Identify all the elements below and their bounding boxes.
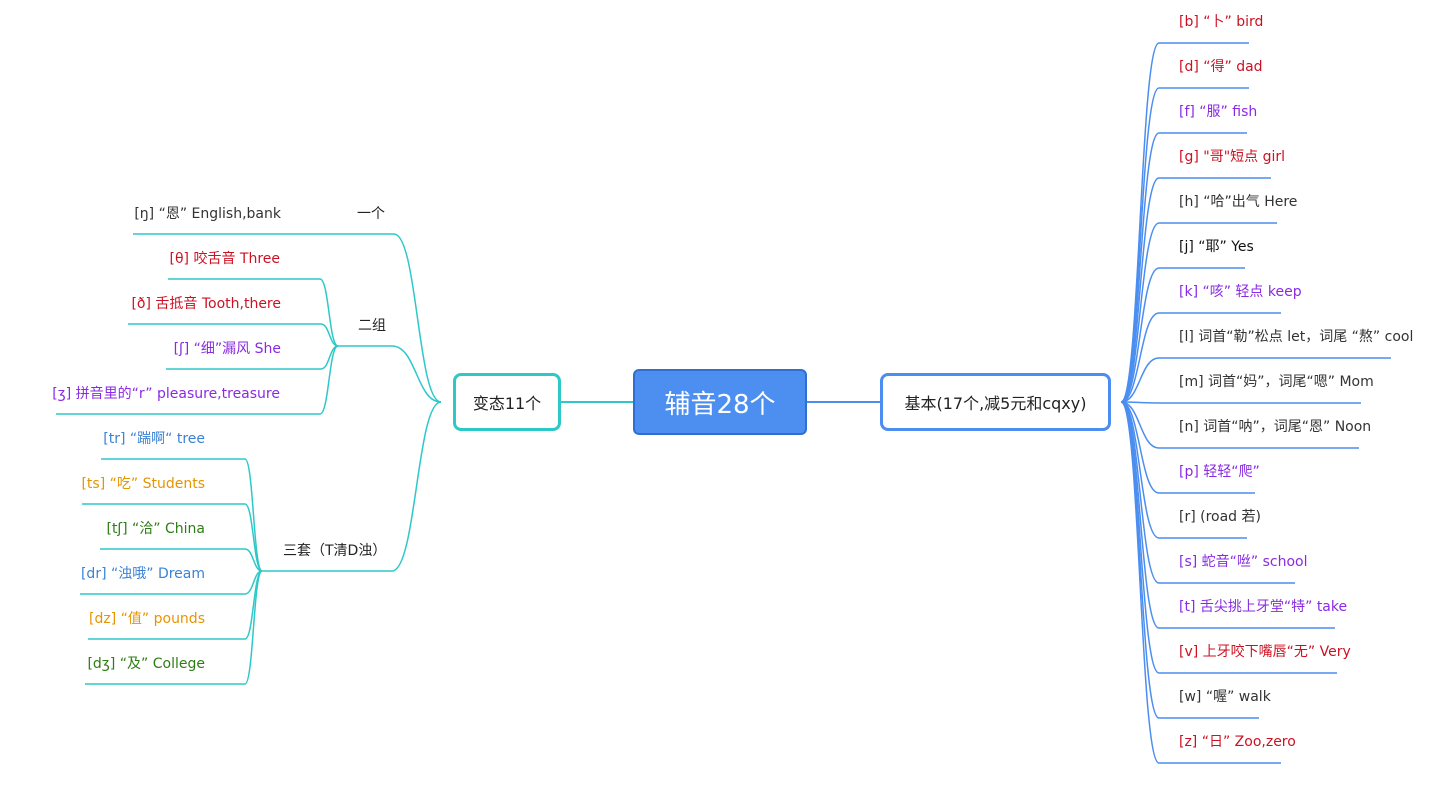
left-group-label[interactable]: 二组 <box>358 318 386 334</box>
left-leaf-item[interactable]: [ð] 舌抵音 Tooth,there <box>131 296 281 312</box>
right-leaf-item[interactable]: [d] “得” dad <box>1179 59 1263 75</box>
link-left-leaf <box>168 278 339 347</box>
right-leaf-item[interactable]: [v] 上牙咬下嘴唇“无” Very <box>1179 644 1351 660</box>
link-left-leaf <box>128 323 339 347</box>
right-leaf-item[interactable]: [j] “耶” Yes <box>1179 239 1254 255</box>
branch-basic-consonants[interactable]: 基本(17个,减5元和cqxy) <box>880 373 1111 431</box>
right-leaf-item[interactable]: [w] “喔” walk <box>1179 689 1271 705</box>
left-leaf-item[interactable]: [dʒ] “及” College <box>87 656 205 672</box>
link-right-leaf <box>1120 401 1359 449</box>
left-leaf-item[interactable]: [tr] “踹啊“ tree <box>103 431 205 447</box>
left-leaf-item[interactable]: [ŋ] “恩” English,bank <box>134 206 281 222</box>
left-leaf-item[interactable]: [dr] “浊哦” Dream <box>80 566 205 582</box>
left-group-label[interactable]: 一个 <box>357 206 385 222</box>
link-right-leaf <box>1120 312 1281 403</box>
link-left-leaf <box>82 503 263 572</box>
link-right-leaf <box>1120 357 1391 403</box>
right-leaf-item[interactable]: [g] "哥"短点 girl <box>1179 149 1286 165</box>
root-topic[interactable]: 辅音28个 <box>633 369 807 435</box>
link-left-group <box>262 401 442 572</box>
right-leaf-item[interactable]: [h] “哈”出气 Here <box>1179 194 1298 210</box>
right-leaf-item[interactable]: [s] 蛇音“咝” school <box>1179 554 1308 570</box>
right-leaf-item[interactable]: [k] “咳” 轻点 keep <box>1179 284 1302 300</box>
right-leaf-item[interactable]: [r] (road 若) <box>1179 509 1261 525</box>
right-leaf-item[interactable]: [n] 词首“呐”，词尾“恩” Noon <box>1179 419 1372 435</box>
right-leaf-item[interactable]: [l] 词首“勒”松点 let，词尾 “熬” cool <box>1179 329 1414 345</box>
left-leaf-item[interactable]: [ts] “吃” Students <box>81 476 205 492</box>
link-right-leaf <box>1120 401 1361 404</box>
link-left-group <box>338 345 442 403</box>
left-leaf-item[interactable]: [dz] “值” pounds <box>89 611 205 627</box>
left-leaf-item[interactable]: [θ] 咬舌音 Three <box>169 251 281 267</box>
left-group-label[interactable]: 三套（T清D浊） <box>283 543 387 559</box>
link-right-leaf <box>1120 222 1277 403</box>
left-leaf-item[interactable]: [ʒ] 拼音里的“r” pleasure,treasure <box>52 386 280 402</box>
link-left-group <box>133 233 442 403</box>
right-leaf-item[interactable]: [z] “日” Zoo,zero <box>1179 734 1296 750</box>
link-left-leaf <box>100 548 263 572</box>
link-right-leaf <box>1120 267 1245 403</box>
right-leaf-item[interactable]: [b] “卜” bird <box>1179 14 1264 30</box>
link-left-leaf <box>85 570 263 685</box>
link-left-leaf <box>56 345 339 415</box>
link-right-leaf <box>1120 401 1255 494</box>
right-leaf-item[interactable]: [m] 词首“妈”，词尾“嗯” Mom <box>1179 374 1374 390</box>
branch-irregular-consonants[interactable]: 变态11个 <box>453 373 561 431</box>
left-leaf-item[interactable]: [tʃ] “洽” China <box>106 521 205 537</box>
right-leaf-item[interactable]: [p] 轻轻“爬” <box>1179 464 1260 480</box>
left-leaf-item[interactable]: [ʃ] “细”漏风 She <box>173 341 281 357</box>
link-right-leaf <box>1120 401 1281 764</box>
right-leaf-item[interactable]: [f] “服” fish <box>1179 104 1258 120</box>
link-right-leaf <box>1120 177 1271 403</box>
right-leaf-item[interactable]: [t] 舌尖挑上牙堂“特” take <box>1179 599 1348 615</box>
